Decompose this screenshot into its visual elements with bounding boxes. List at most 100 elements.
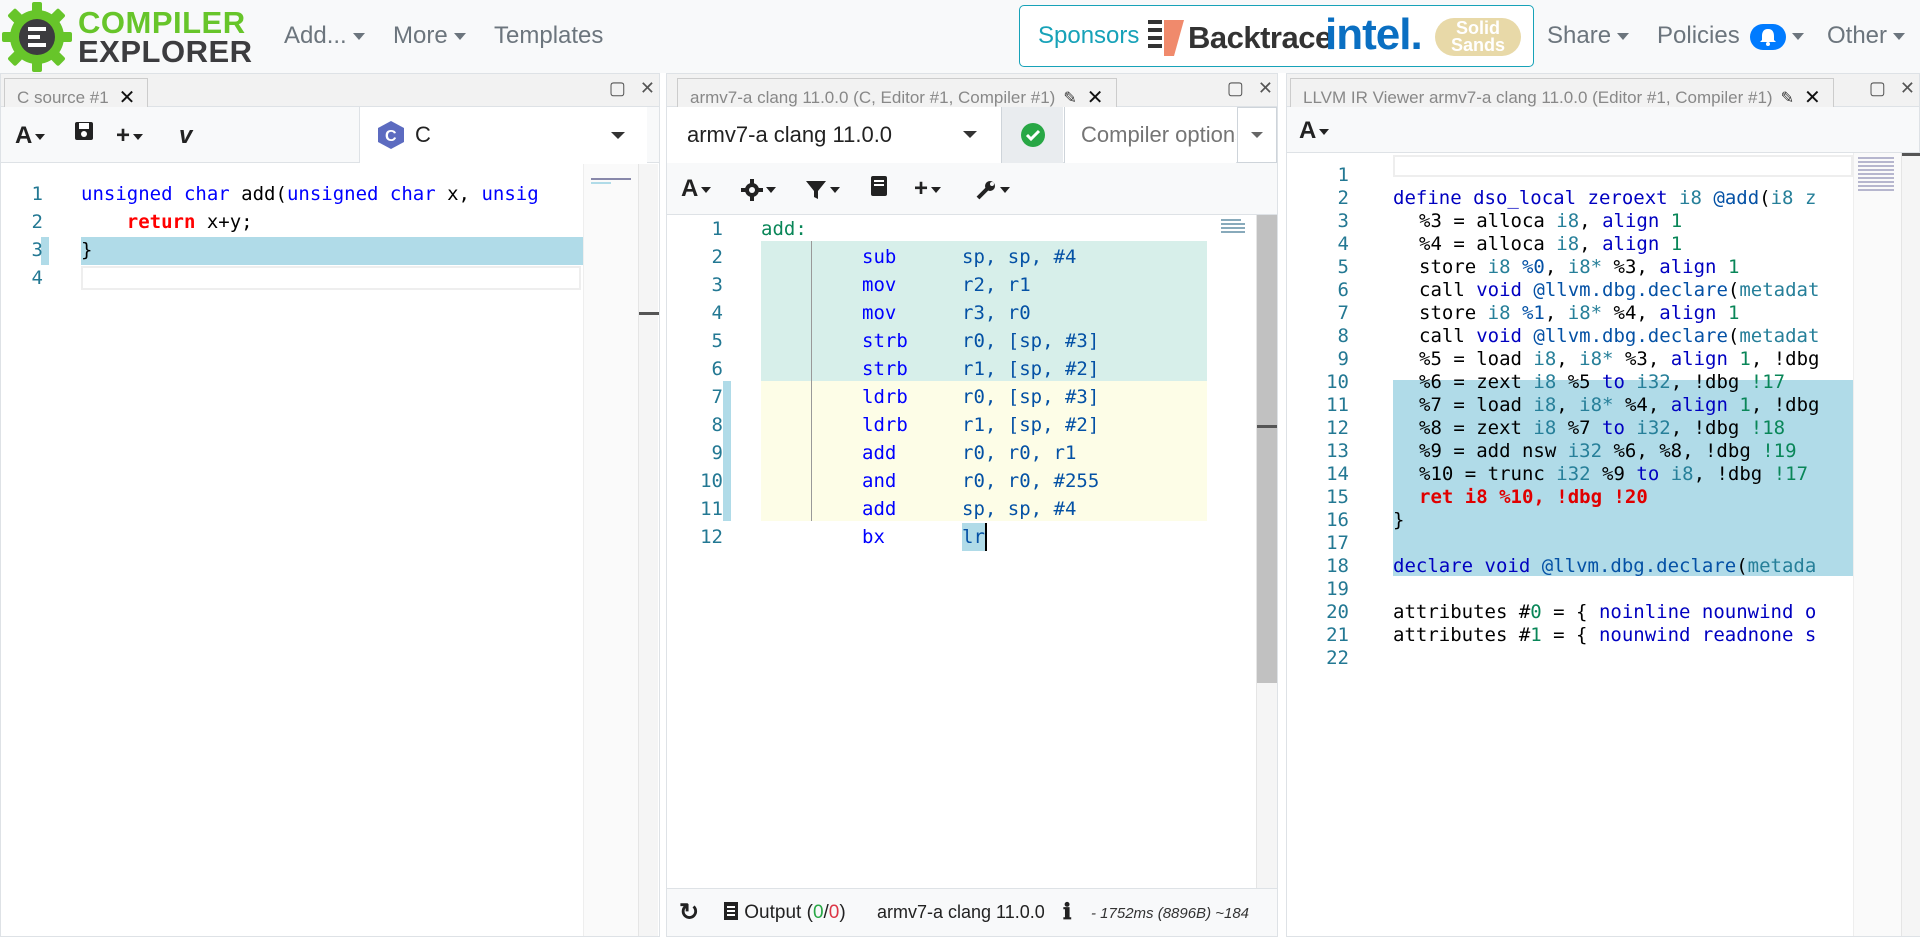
language-select[interactable]: C C	[359, 107, 647, 163]
add-tool-button[interactable]: +	[914, 175, 942, 203]
font-size-button[interactable]: A	[1299, 117, 1330, 145]
compiler-options-input[interactable]	[1064, 107, 1236, 163]
line-number: 11	[700, 498, 723, 520]
line-number: 12	[1326, 417, 1349, 439]
scroll-thumb[interactable]	[639, 312, 659, 315]
sponsors-box[interactable]: Sponsors Backtrace intel. Solid Sands	[1019, 5, 1534, 67]
close-icon[interactable]: ✕	[118, 87, 136, 109]
add-new-button[interactable]: +	[116, 122, 144, 150]
output-button[interactable]: Output (0/0)	[723, 901, 846, 924]
window-controls: ▢✕	[1855, 78, 1915, 99]
line-number: 21	[1326, 624, 1349, 646]
filter-button[interactable]	[805, 175, 840, 203]
asm-args: r3, r0	[962, 302, 1031, 324]
ir-toolbar: A	[1287, 107, 1919, 153]
templates-label: Templates	[494, 22, 604, 49]
line-number: 13	[1326, 440, 1349, 462]
output-ok-count: 0	[812, 902, 824, 923]
pencil-icon[interactable]: ✎	[1780, 90, 1794, 107]
vertical-scrollbar[interactable]	[1901, 153, 1920, 936]
ir-code-line: attributes #0 = { noinline nounwind o	[1393, 601, 1817, 623]
info-icon[interactable]: ℹ	[1063, 899, 1072, 924]
scroll-position-marker	[1257, 425, 1277, 428]
bell-icon	[1760, 28, 1777, 46]
vertical-scrollbar[interactable]	[638, 164, 658, 936]
ir-code-line: %10 = trunc i32 %9 to i8, !dbg !17	[1419, 463, 1809, 485]
line-number-row: 11	[1287, 391, 1919, 419]
ir-code-line: }	[1393, 509, 1405, 531]
close-icon[interactable]: ✕	[1257, 78, 1273, 98]
highlight-block	[1393, 380, 1853, 576]
maximize-icon[interactable]: ▢	[1226, 78, 1244, 98]
chevron-down-icon	[1792, 33, 1805, 41]
font-size-button[interactable]: A	[681, 175, 712, 203]
maximize-icon[interactable]: ▢	[1868, 78, 1886, 98]
ir-code-line: %3 = alloca i8, align 1	[1419, 210, 1683, 232]
close-icon[interactable]: ✕	[639, 78, 655, 98]
other-menu-label: Other	[1827, 22, 1888, 49]
book-icon	[871, 176, 887, 196]
line-number: 17	[1326, 532, 1349, 554]
options-dropdown-button[interactable]	[1237, 107, 1277, 163]
chevron-down-icon	[1617, 33, 1630, 41]
asm-op: bx	[862, 526, 885, 548]
close-icon[interactable]: ✕	[1804, 87, 1821, 109]
sponsor-solid-sands[interactable]: Solid Sands	[1435, 18, 1521, 56]
compiler-select[interactable]: armv7-a clang 11.0.0	[667, 107, 1001, 163]
settings-button[interactable]	[741, 175, 776, 203]
ir-tab-title: LLVM IR Viewer armv7-a clang 11.0.0 (Edi…	[1303, 88, 1773, 107]
share-menu[interactable]: Share	[1547, 22, 1630, 50]
refresh-icon[interactable]: ↻	[679, 899, 700, 926]
line-number-row: 21	[1287, 621, 1919, 649]
ir-code-line: %9 = add nsw i32 %6, %8, !dbg !19	[1419, 440, 1797, 462]
scroll-thumb[interactable]	[1902, 153, 1920, 156]
maximize-icon[interactable]: ▢	[608, 78, 626, 98]
ir-tab[interactable]: LLVM IR Viewer armv7-a clang 11.0.0 (Edi…	[1290, 78, 1834, 109]
line-number: 1	[711, 218, 723, 240]
line-number-row: 12	[1287, 414, 1919, 442]
compiler-tab[interactable]: armv7-a clang 11.0.0 (C, Editor #1, Comp…	[677, 78, 1117, 109]
chevron-down-icon	[453, 33, 466, 41]
line-number: 4	[31, 267, 43, 289]
templates-link[interactable]: Templates	[494, 22, 603, 50]
policies-menu[interactable]: Policies	[1657, 22, 1805, 50]
save-icon	[75, 122, 93, 140]
line-number-row: 6	[1287, 276, 1919, 304]
highlight-block-teal	[761, 241, 1207, 381]
line-number-row: 8	[1287, 322, 1919, 350]
policies-menu-label: Policies	[1657, 22, 1740, 49]
logo-top-text: COMPILER	[78, 5, 246, 40]
other-menu[interactable]: Other	[1827, 22, 1906, 50]
sponsor-intel[interactable]: intel.	[1325, 10, 1423, 59]
libraries-button[interactable]	[869, 175, 889, 204]
source-tab[interactable]: C source #1✕	[4, 78, 149, 109]
ir-code-line: %6 = zext i8 %5 to i32, !dbg !17	[1419, 371, 1786, 393]
share-menu-label: Share	[1547, 22, 1612, 49]
pencil-icon[interactable]: ✎	[1063, 90, 1077, 107]
save-button[interactable]	[73, 120, 95, 149]
vimeo-icon[interactable]: v	[179, 122, 193, 149]
close-icon[interactable]: ✕	[1899, 78, 1915, 98]
compiler-toolbar: A +	[667, 163, 1277, 215]
line-number: 2	[1337, 187, 1349, 209]
font-size-button[interactable]: A	[15, 122, 46, 150]
close-icon[interactable]: ✕	[1086, 87, 1104, 109]
vertical-scrollbar[interactable]	[1256, 215, 1277, 888]
status-compiler-name: armv7-a clang 11.0.0	[877, 902, 1045, 922]
asm-args: r0, [sp, #3]	[962, 386, 1100, 408]
compiler-explorer-logo[interactable]: COMPILER EXPLORER	[2, 2, 252, 72]
scroll-thumb[interactable]	[1257, 215, 1277, 683]
tools-button[interactable]	[975, 175, 1010, 203]
asm-args: r0, r0, #255	[962, 470, 1100, 492]
ir-code-line: store i8 %1, i8* %4, align 1	[1419, 302, 1740, 324]
asm-args: sp, sp, #4	[962, 498, 1077, 520]
current-line-box	[1393, 155, 1853, 177]
more-menu[interactable]: More	[393, 22, 466, 50]
add-menu[interactable]: Add...	[284, 22, 365, 50]
